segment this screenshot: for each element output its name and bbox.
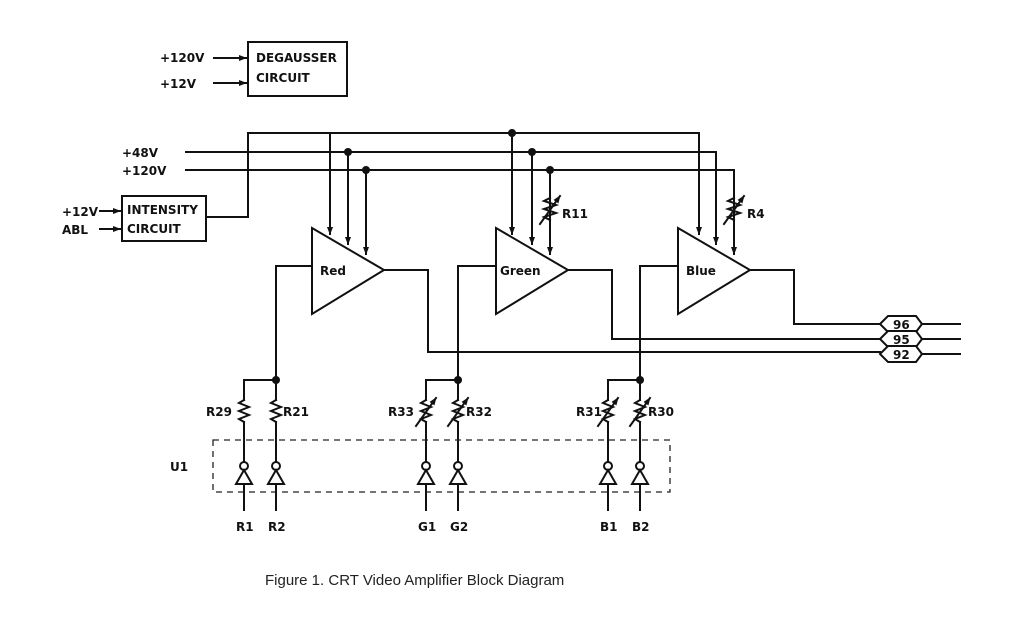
inverter-g2 xyxy=(448,467,468,485)
connector-96-label: 96 xyxy=(893,318,910,332)
green-amplifier-stage: R11 Green xyxy=(457,129,881,381)
u1-label: U1 xyxy=(170,460,188,474)
r21-resistor xyxy=(268,398,284,424)
red-amplifier xyxy=(311,226,386,316)
blue-amplifier xyxy=(677,226,752,316)
r30-adjust-arrow xyxy=(628,396,652,428)
r29-resistor xyxy=(236,398,252,424)
rail-120v-label: +120V xyxy=(122,164,167,178)
degausser-input-12v-label: +12V xyxy=(160,77,197,91)
junction-dot xyxy=(362,166,370,174)
intensity-box xyxy=(121,195,207,242)
input-r1-label: R1 xyxy=(236,520,254,534)
r32-adjust-arrow xyxy=(446,396,470,428)
red-input-network: R29 R21 xyxy=(206,376,309,463)
connector-92-label: 92 xyxy=(893,348,910,362)
r30-label: R30 xyxy=(648,405,674,419)
green-output-wire xyxy=(567,269,881,340)
supply-rails: +48V +120V xyxy=(122,146,735,178)
input-g2-label: G2 xyxy=(450,520,468,534)
r11-label: R11 xyxy=(562,207,588,221)
input-b2-label: B2 xyxy=(632,520,650,534)
intensity-label-line1: INTENSITY xyxy=(127,203,198,217)
inverter-b1 xyxy=(598,467,618,485)
intensity-input-12v-label: +12V xyxy=(62,205,99,219)
r4-adjust-arrow xyxy=(722,194,746,226)
red-output-wire xyxy=(383,269,881,353)
intensity-block: INTENSITY CIRCUIT +12V ABL xyxy=(62,132,700,242)
inverter-buffers xyxy=(234,461,650,511)
r21-label: R21 xyxy=(283,405,309,419)
junction-dot xyxy=(344,148,352,156)
r33-label: R33 xyxy=(388,405,414,419)
blue-input-wire xyxy=(639,265,679,381)
inverter-b2 xyxy=(630,467,650,485)
inverter-r2 xyxy=(266,467,286,485)
green-amplifier-label: Green xyxy=(500,264,541,278)
intensity-label-line2: CIRCUIT xyxy=(127,222,182,236)
r4-label: R4 xyxy=(747,207,765,221)
blue-amplifier-label: Blue xyxy=(686,264,716,278)
r11-adjust-arrow xyxy=(538,194,562,226)
r31-adjust-arrow xyxy=(596,396,620,428)
u1-ic-outline xyxy=(212,439,671,493)
degausser-block: DEGAUSSER CIRCUIT +120V +12V xyxy=(160,41,348,97)
input-b1-label: B1 xyxy=(600,520,618,534)
blue-output-wire xyxy=(749,269,881,325)
red-amplifier-stage: Red xyxy=(275,132,881,381)
green-input-wire xyxy=(457,265,497,381)
degausser-input-120v-label: +120V xyxy=(160,51,205,65)
degausser-label-line2: CIRCUIT xyxy=(256,71,311,85)
output-connectors: 96 95 92 xyxy=(878,315,961,363)
input-g1-label: G1 xyxy=(418,520,436,534)
r31-label: R31 xyxy=(576,405,602,419)
red-input-wire xyxy=(275,265,313,381)
input-r2-label: R2 xyxy=(268,520,286,534)
r29-label: R29 xyxy=(206,405,232,419)
red-amplifier-label: Red xyxy=(320,264,346,278)
green-amplifier xyxy=(495,226,570,316)
r33-adjust-arrow xyxy=(414,396,438,428)
rail-48v-label: +48V xyxy=(122,146,159,160)
green-input-network: R33 R32 xyxy=(388,376,492,463)
connector-95-label: 95 xyxy=(893,333,910,347)
r32-label: R32 xyxy=(466,405,492,419)
degausser-label-line1: DEGAUSSER xyxy=(256,51,337,65)
blue-amplifier-stage: R4 Blue xyxy=(639,132,881,381)
figure-caption: Figure 1. CRT Video Amplifier Block Diag… xyxy=(265,572,564,589)
intensity-input-abl-label: ABL xyxy=(62,223,88,237)
inverter-g1 xyxy=(416,467,436,485)
blue-input-network: R31 R30 xyxy=(576,376,674,463)
r33-wire xyxy=(425,379,459,401)
r31-wire xyxy=(607,379,641,401)
r29-wire xyxy=(243,379,277,401)
intensity-output-bus xyxy=(205,132,700,218)
inverter-r1 xyxy=(234,467,254,485)
degausser-box xyxy=(247,41,348,97)
